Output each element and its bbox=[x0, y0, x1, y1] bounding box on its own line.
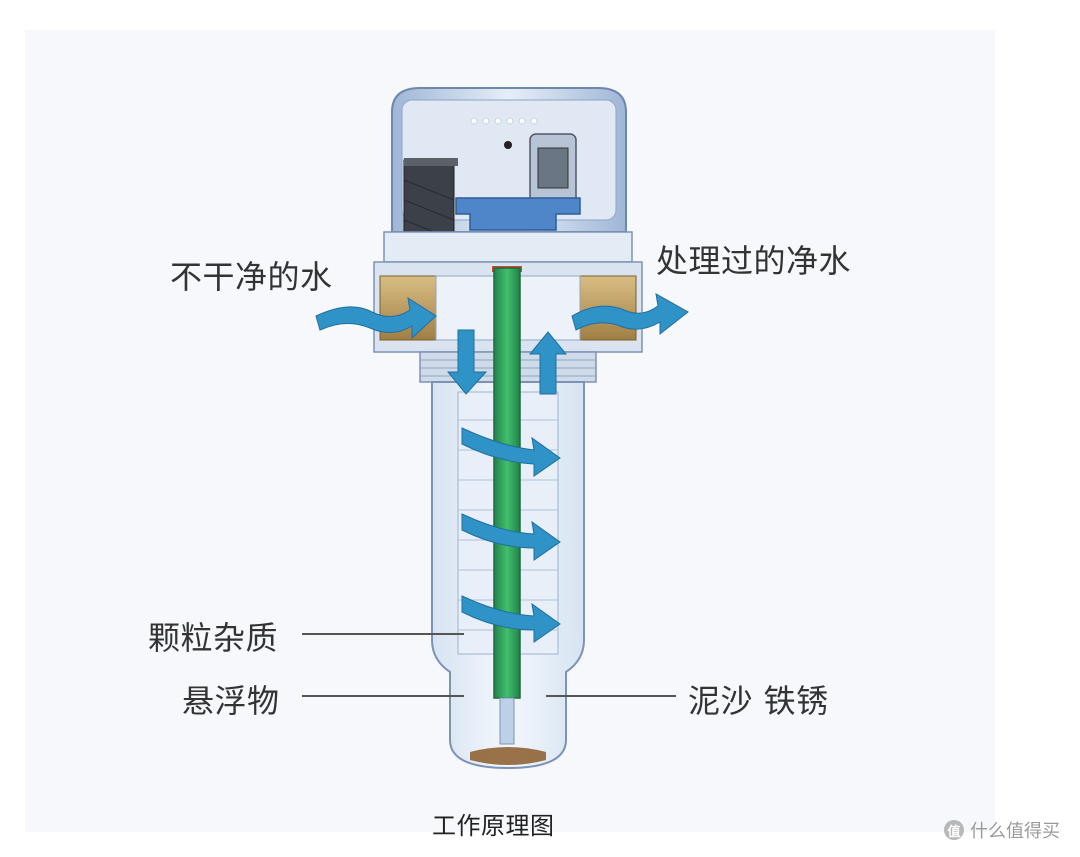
particles-label: 颗粒杂质 bbox=[148, 619, 279, 657]
silt-rust-leader-line bbox=[546, 695, 676, 697]
water-flow-arrows bbox=[315, 293, 689, 643]
diagram-caption: 工作原理图 bbox=[432, 812, 555, 840]
particles-leader-line bbox=[302, 633, 464, 635]
suspended-leader-line bbox=[302, 695, 464, 697]
filter-head-cap bbox=[391, 87, 627, 251]
watermark-text: 什么值得买 bbox=[970, 821, 1060, 842]
site-watermark: 值 什么值得买 bbox=[944, 817, 1060, 843]
green-filter-core bbox=[493, 267, 521, 745]
silt-rust-label: 泥沙 铁锈 bbox=[688, 682, 829, 720]
watermark-logo-icon: 值 bbox=[944, 820, 964, 840]
clean-water-label: 处理过的净水 bbox=[656, 242, 852, 280]
dirty-water-label: 不干净的水 bbox=[170, 258, 333, 296]
suspended-label: 悬浮物 bbox=[182, 682, 280, 720]
